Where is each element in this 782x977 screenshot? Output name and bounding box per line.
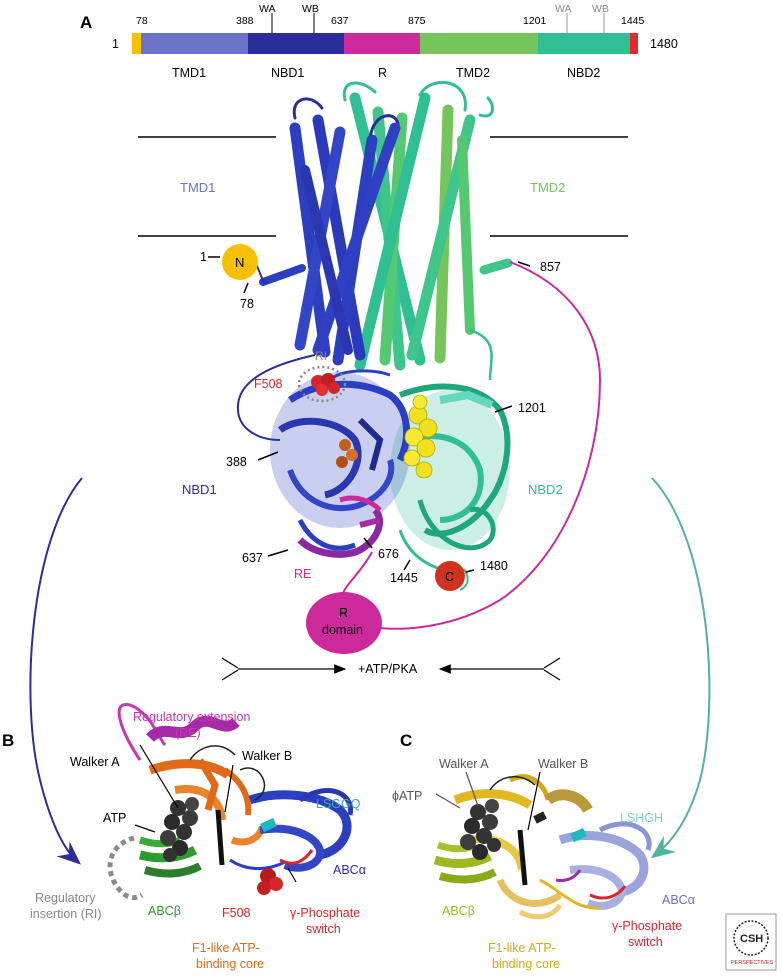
- panel-b-gamma-line1: γ-Phosphate: [290, 906, 360, 920]
- f508-label: F508: [254, 377, 283, 391]
- res-388-label: 388: [226, 455, 247, 469]
- c-terminus-label: C: [445, 570, 454, 584]
- res-857-label: 857: [540, 260, 561, 274]
- c-terminus-circle: [435, 561, 465, 591]
- seg-tmd2: [420, 33, 538, 54]
- panel-c-gamma-line1: γ-Phosphate: [612, 919, 682, 933]
- panel-b-label: B: [2, 731, 14, 750]
- panel-c-lshgh: LSHGH: [620, 811, 663, 825]
- atp-spheres: [403, 394, 438, 479]
- panel-c-phi-atp: ϕATP: [392, 789, 422, 803]
- wb2-label: WB: [592, 3, 609, 15]
- re-label: RE: [294, 567, 311, 581]
- panel-b-atp-spheres: [160, 797, 199, 862]
- arrow-to-panel-c: [650, 477, 711, 859]
- nbd2-label: NBD2: [528, 482, 563, 497]
- panel-b-walker-a: Walker A: [70, 755, 120, 769]
- seqbar-nbd1-label: NBD1: [271, 66, 304, 80]
- panel-b-core-line2: binding core: [196, 957, 264, 971]
- tick-637: 637: [331, 15, 349, 27]
- panel-c-ribbon: [433, 774, 652, 920]
- atp-pka-label: +ATP/PKA: [358, 662, 418, 676]
- seqbar-nbd2-label: NBD2: [567, 66, 600, 80]
- panel-c-walker-a: Walker A: [439, 757, 489, 771]
- logo-line1: CSH: [740, 933, 763, 945]
- tmd1-label: TMD1: [180, 180, 215, 195]
- tick-388: 388: [236, 15, 254, 27]
- panel-b-abc-alpha: ABCα: [333, 863, 366, 877]
- n-terminus-label: N: [235, 255, 244, 270]
- panel-a-label: A: [80, 13, 92, 32]
- wa2-label: WA: [555, 3, 572, 15]
- wb1-label: WB: [302, 3, 319, 15]
- ri-label: RI: [315, 349, 327, 363]
- panel-b-re-line2: (RE): [175, 726, 201, 740]
- seg-nbd2: [538, 33, 630, 54]
- seqbar-tmd2-label: TMD2: [456, 66, 490, 80]
- panel-b-gamma-line2: switch: [306, 922, 341, 936]
- res-1201-label: 1201: [518, 401, 546, 415]
- membrane-lines: [138, 136, 628, 237]
- panel-b-ri-line1: Regulatory: [35, 891, 96, 905]
- panel-c-abc-alpha: ABCα: [662, 893, 695, 907]
- panel-c-abc-beta: ABCβ: [442, 904, 475, 918]
- panel-b-ri-dashed: [107, 835, 144, 901]
- n-terminus-circle: [222, 244, 258, 280]
- seq-end: 1480: [650, 37, 678, 51]
- res-1480-label: 1480: [480, 559, 508, 573]
- panel-c-walker-b: Walker B: [538, 757, 588, 771]
- res-637-label: 637: [242, 551, 263, 565]
- nbd1-label: NBD1: [182, 482, 217, 497]
- atp-pka-arrows: [221, 657, 561, 681]
- tmd2-label: TMD2: [530, 180, 565, 195]
- arrow-to-panel-b: [29, 477, 83, 865]
- seqbar-r-label: R: [378, 66, 387, 80]
- panel-b-f508: F508: [222, 906, 251, 920]
- tick-78: 78: [136, 15, 148, 27]
- panel-b-abc-beta: ABCβ: [148, 904, 181, 918]
- res-1445-label: 1445: [390, 571, 418, 585]
- panel-b-core-line1: F1-like ATP-: [192, 941, 260, 955]
- seg-c-terminal: [630, 33, 638, 54]
- ri-dashed-loop: [297, 365, 347, 403]
- seq-start: 1: [112, 37, 119, 51]
- f508-spheres: [311, 373, 340, 396]
- re-ribbon: [297, 495, 383, 558]
- panel-b-walker-b: Walker B: [242, 749, 292, 763]
- panel-b-lsggq: LSGGQ: [316, 797, 361, 811]
- panel-c-core-line1: F1-like ATP-: [488, 941, 556, 955]
- res-78-label: 78: [240, 297, 254, 311]
- panel-b-re-line1: Regulatory extension: [133, 710, 250, 724]
- panel-b-ri-line2: insertion (RI): [30, 907, 102, 921]
- r-domain-linker-right: [379, 261, 602, 630]
- csh-perspectives-logo: CSH PERSPECTIVES: [725, 913, 777, 971]
- nbd1-atp-orange: [336, 439, 358, 468]
- panel-c-gamma-line2: switch: [628, 935, 663, 949]
- seg-nbd1: [248, 33, 344, 54]
- seqbar-tmd1-label: TMD1: [172, 66, 206, 80]
- panel-c-label: C: [400, 731, 412, 750]
- tick-1201: 1201: [523, 15, 547, 27]
- seg-r: [344, 33, 420, 54]
- panel-b-ribbon: [117, 703, 354, 878]
- sequence-bar: 1 1480 78 388 637 875 1201 1445 WA WB WA…: [112, 3, 678, 80]
- tick-1445: 1445: [621, 15, 645, 27]
- r-domain-label-1: R: [339, 606, 348, 620]
- panel-c-phiatp-spheres: [460, 799, 501, 860]
- r-domain-label-2: domain: [322, 623, 363, 637]
- logo-line2: PERSPECTIVES: [731, 960, 774, 966]
- tick-875: 875: [408, 15, 426, 27]
- seg-n-terminal: [132, 33, 141, 54]
- wa1-label: WA: [259, 3, 276, 15]
- res-1-label: 1: [200, 250, 207, 264]
- r-domain-ellipse: [306, 592, 382, 654]
- res-676-label: 676: [378, 547, 399, 561]
- panel-b-f508-spheres: [257, 868, 283, 895]
- seg-tmd1: [141, 33, 248, 54]
- tmd1-helices: [259, 97, 401, 366]
- panel-b-atp: ATP: [103, 811, 126, 825]
- panel-c-core-line2: binding core: [492, 957, 560, 971]
